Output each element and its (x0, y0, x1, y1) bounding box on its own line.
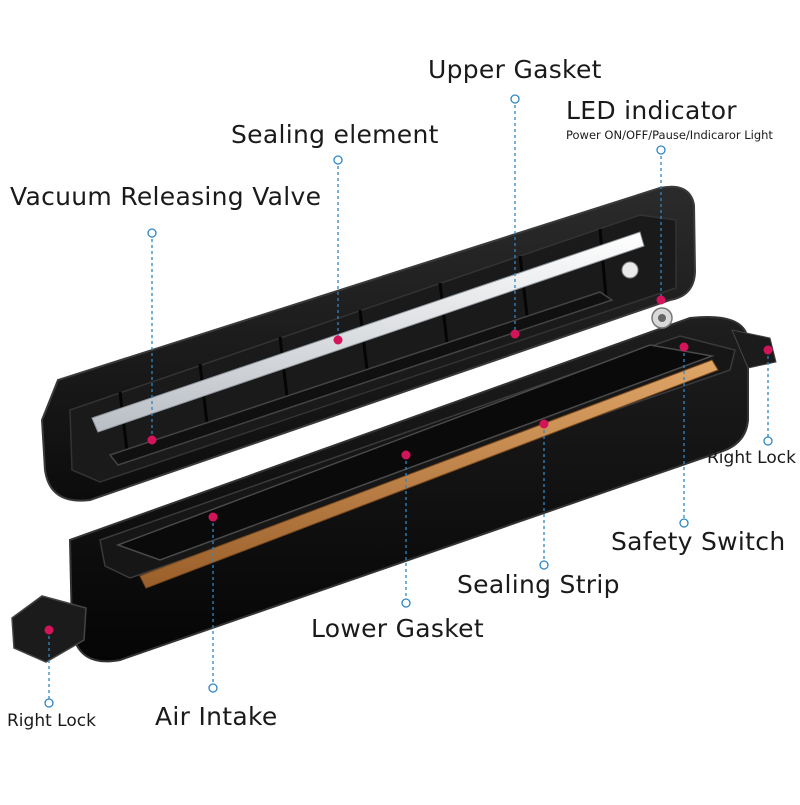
label-led-indicator-sub: Power ON/OFF/Pause/Indicaror Light (566, 128, 773, 142)
lower-gasket-shape (115, 344, 715, 561)
leader-lines (48, 99, 769, 703)
leader-rings (44, 94, 773, 708)
sealing-element-bar (91, 231, 645, 433)
lid (40, 185, 697, 502)
label-lower-gasket: Lower Gasket (311, 614, 484, 643)
label-right-lock-upper: Right Lock (707, 448, 796, 468)
marker-dots (44, 295, 773, 635)
label-sealing-strip: Sealing Strip (457, 570, 620, 599)
label-led-indicator: LED indicator (566, 96, 737, 125)
sealing-strip-shape (139, 359, 719, 589)
base (11, 307, 777, 663)
label-upper-gasket: Upper Gasket (428, 55, 602, 84)
label-sealing-element: Sealing element (231, 120, 439, 149)
label-safety-switch: Safety Switch (611, 527, 786, 556)
label-right-lock-lower: Right Lock (7, 711, 96, 731)
label-vacuum-releasing-valve: Vacuum Releasing Valve (10, 182, 322, 211)
label-air-intake: Air Intake (155, 702, 278, 731)
upper-gasket-shape (108, 291, 614, 466)
